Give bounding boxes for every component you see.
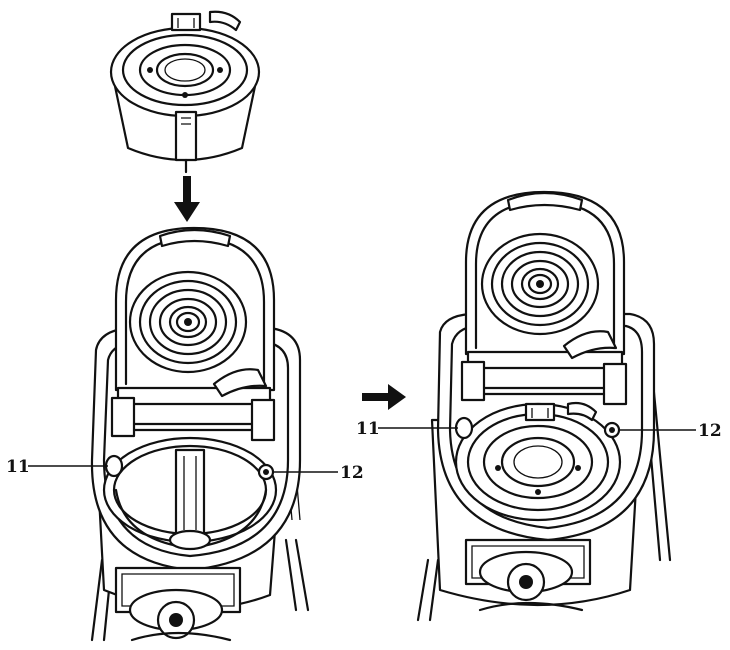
callout-11-left: 11 (6, 457, 30, 477)
callout-12-right: 12 (698, 421, 722, 441)
right-arrow-icon (362, 384, 406, 410)
callout-12-left: 12 (340, 463, 364, 483)
detached-bowl (109, 10, 261, 174)
appliance-left (90, 226, 310, 642)
appliance-right (416, 190, 672, 622)
down-arrow-icon (174, 176, 200, 222)
callout-11-right: 11 (356, 419, 380, 439)
